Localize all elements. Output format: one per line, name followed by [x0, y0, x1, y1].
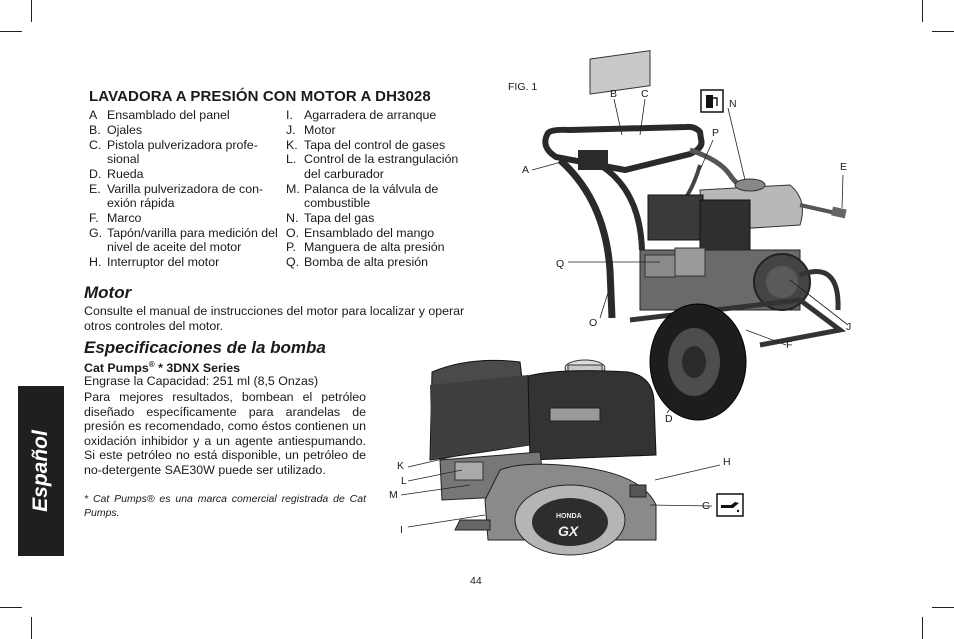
list-item: C.Pistola pulverizadora profe-sional — [89, 137, 258, 166]
callout-e: E — [840, 161, 848, 173]
engine-brand-label: HONDA — [556, 513, 582, 520]
list-item: F.Marco — [89, 210, 142, 225]
callout-q: Q — [556, 258, 565, 270]
crop-mark — [932, 607, 954, 608]
list-item: I.Agarradera de arranque — [286, 108, 437, 122]
figure-label: FIG. 1 — [508, 81, 538, 93]
list-item: B.Ojales — [89, 122, 143, 137]
callout-n: N — [729, 98, 737, 110]
callout-b: B — [610, 88, 618, 100]
parts-list-right: I.Agarradera de arranque J.Motor K.Tapa … — [286, 108, 466, 270]
crop-mark — [31, 617, 32, 639]
callout-c: C — [641, 88, 649, 100]
list-item: K.Tapa del control de gases — [286, 137, 446, 152]
callout-o: O — [589, 317, 598, 329]
list-item: N.Tapa del gas — [286, 210, 375, 225]
motor-text: Consulte el manual de instrucciones del … — [84, 304, 465, 333]
list-item: E.Varilla pulverizadora de con-exión ráp… — [89, 181, 264, 210]
list-item: D.Rueda — [89, 166, 144, 181]
list-item: L.Control de la estrangulación del carbu… — [286, 152, 459, 181]
callout-l: L — [401, 475, 407, 487]
pump-capacity: Engrase la Capacidad: 251 ml (8,5 Onzas) — [84, 374, 319, 388]
engine-model-label: GX — [558, 523, 580, 539]
pump-footnote: * Cat Pumps® es una marca comercial regi… — [84, 493, 366, 519]
crop-mark — [932, 31, 954, 32]
crop-mark — [922, 617, 923, 639]
crop-mark — [0, 31, 22, 32]
list-item: G.Tapón/varilla para medición del nivel … — [89, 225, 278, 254]
callout-h: H — [723, 456, 731, 468]
fuel-pump-icon — [700, 89, 724, 113]
list-item: J.Motor — [286, 122, 336, 137]
callout-a: A — [522, 164, 530, 176]
callout-d: D — [665, 413, 673, 425]
page-number: 44 — [470, 575, 482, 587]
pump-heading: Especificaciones de la bomba — [84, 338, 326, 357]
callout-i: I — [400, 524, 403, 536]
motor-heading: Motor — [84, 283, 132, 302]
list-item: P.Manguera de alta presión — [286, 240, 445, 255]
oil-can-icon — [716, 493, 744, 517]
list-item: O.Ensamblado del mango — [286, 225, 435, 240]
list-item: Q.Bomba de alta presión — [286, 255, 428, 270]
pump-text: Para mejores resultados, bombean el petr… — [84, 390, 366, 477]
callout-j: J — [846, 321, 852, 333]
crop-mark — [0, 607, 22, 608]
callout-f: F — [786, 339, 793, 351]
callout-p: P — [712, 127, 720, 139]
callout-k: K — [397, 460, 405, 472]
callout-m: M — [389, 489, 398, 501]
list-item: H.Interruptor del motor — [89, 254, 220, 269]
callout-g: G — [702, 500, 711, 512]
pump-model: Cat Pumps® * 3DNX Series — [84, 360, 241, 376]
list-item: M.Palanca de la válvula de combustible — [286, 181, 439, 210]
crop-mark — [922, 0, 923, 22]
language-side-tab: Español — [18, 386, 64, 556]
crop-mark — [31, 0, 32, 22]
page-title: LAVADORA A PRESIÓN CON MOTOR A DH3028 — [89, 88, 431, 105]
